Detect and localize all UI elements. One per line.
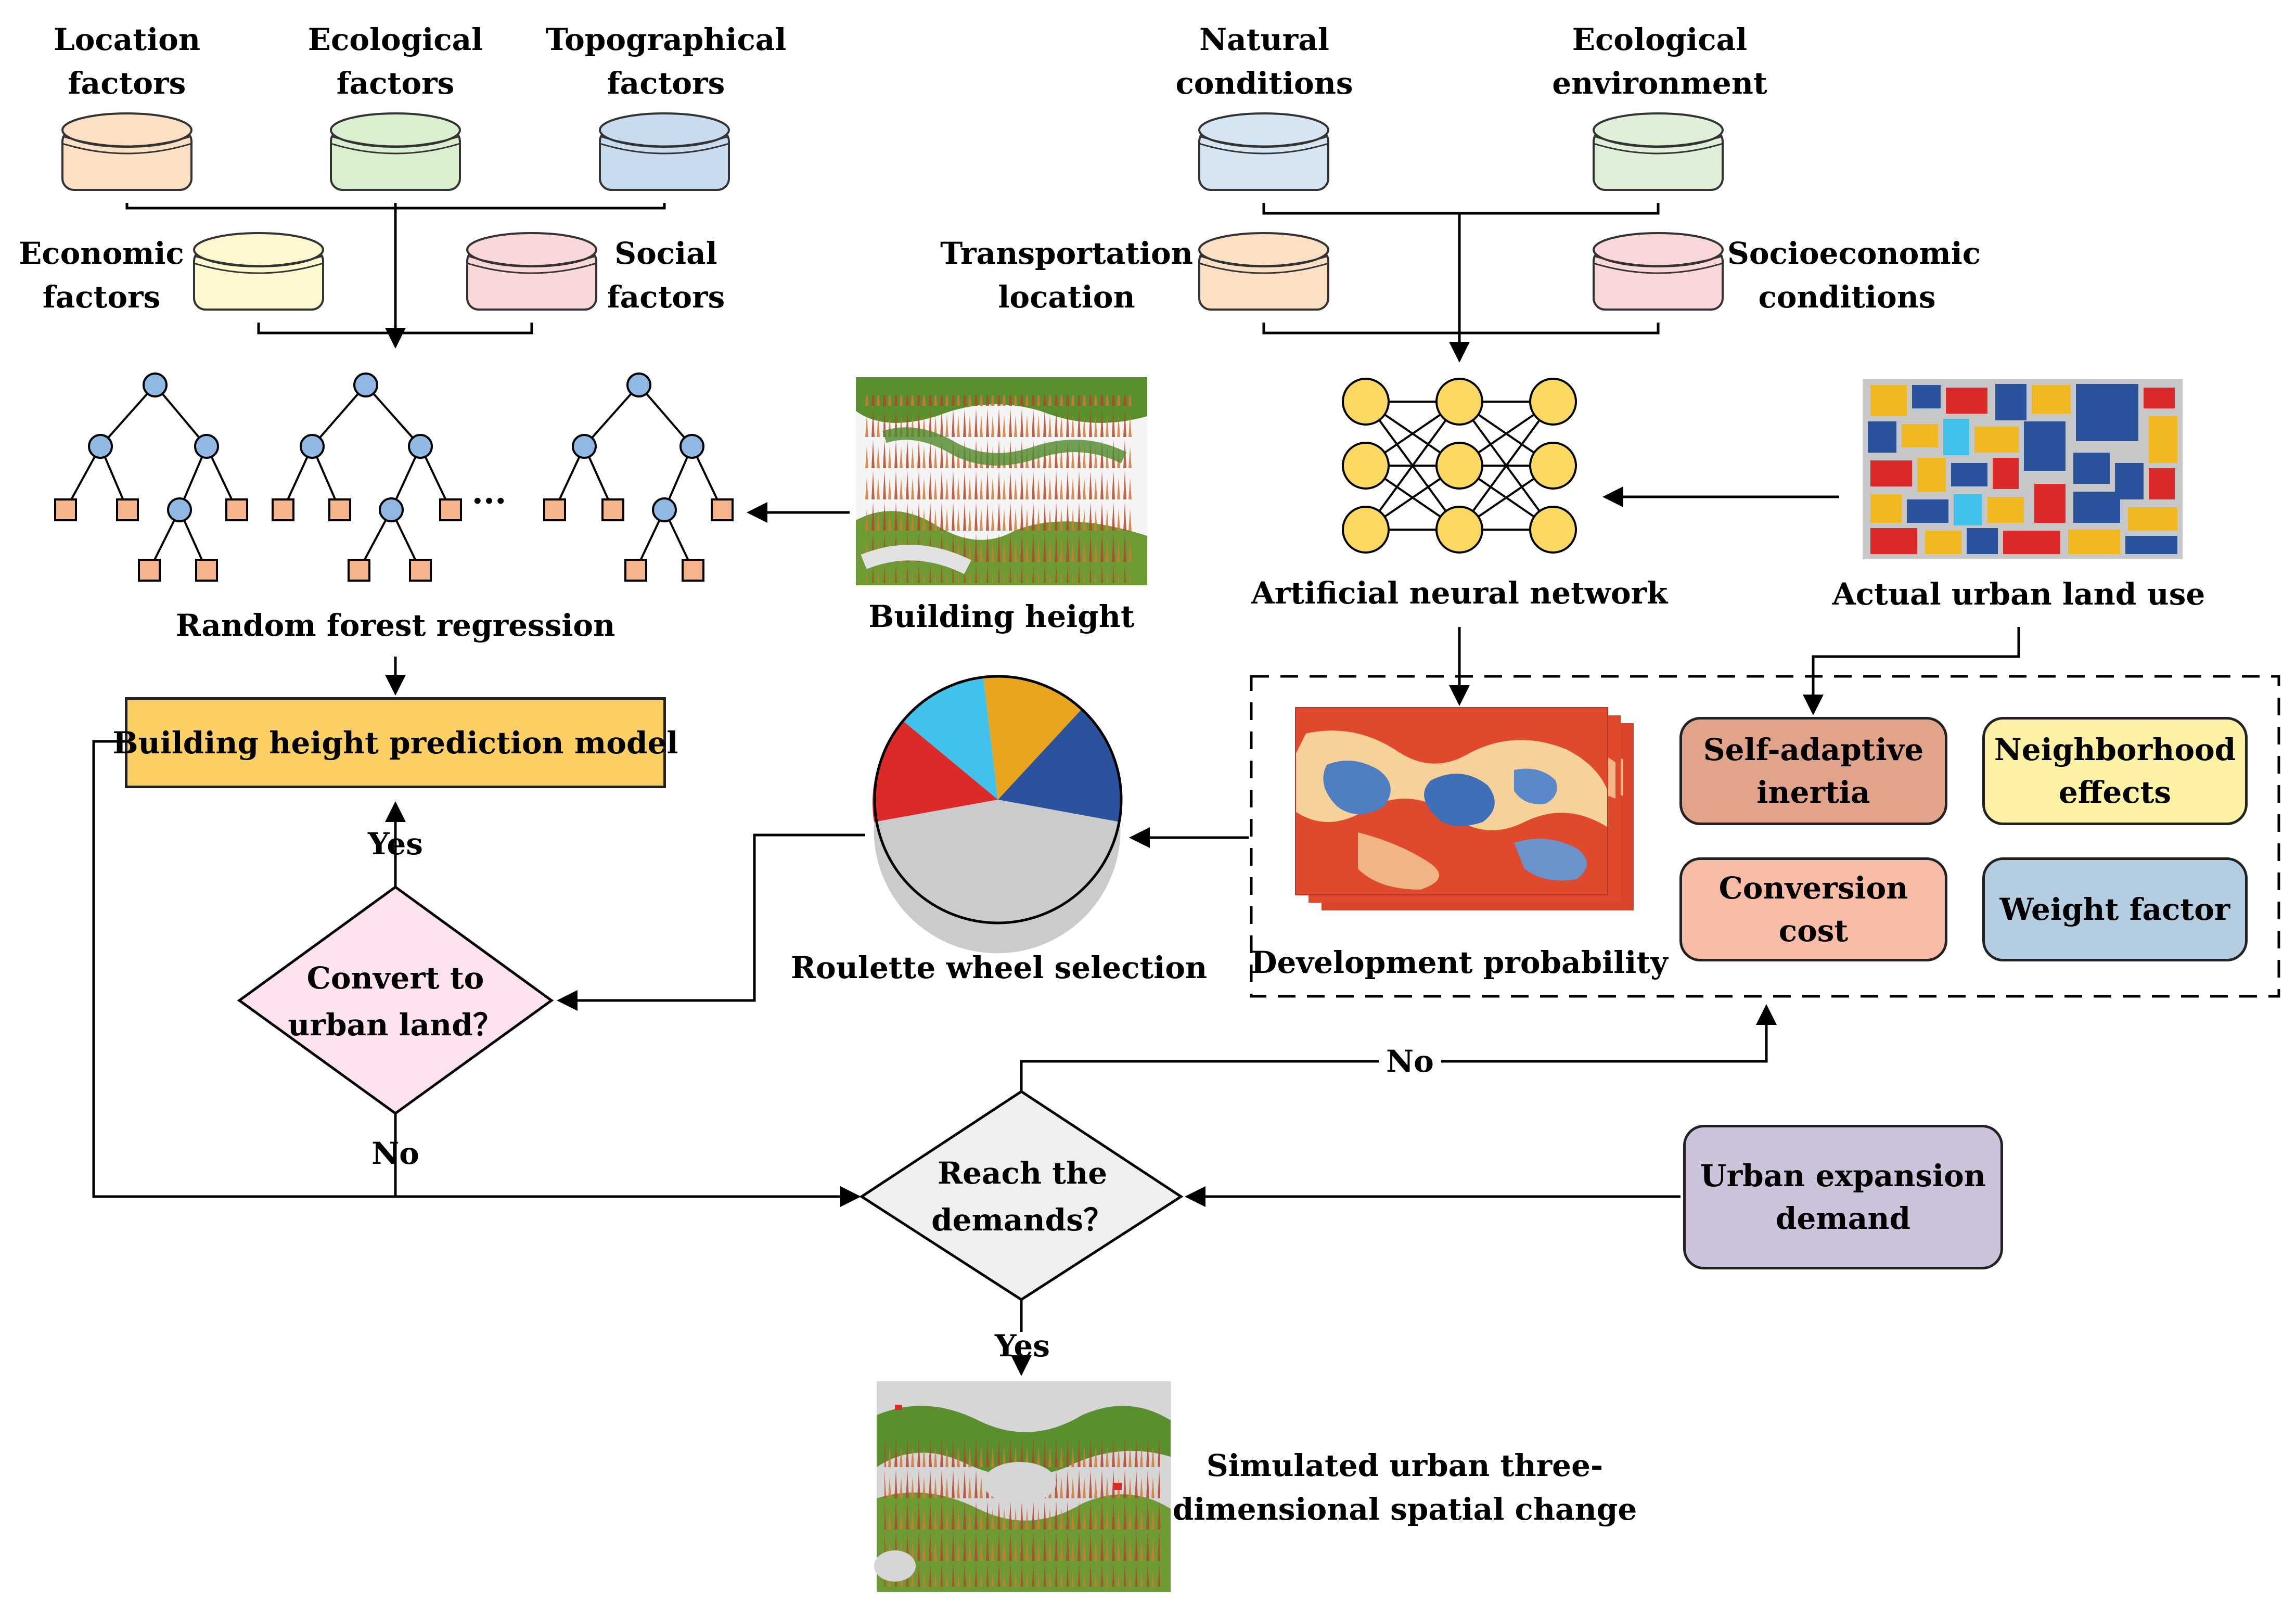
- building-height-model-box[interactable]: Building height prediction model: [113, 697, 678, 788]
- neighborhood-effects-box[interactable]: Neighborhood effects: [1982, 717, 2248, 825]
- conversion-cost-box[interactable]: Conversion cost: [1679, 857, 1947, 961]
- label-location-factors: Location factors: [53, 22, 201, 101]
- edge-no-convert: No: [371, 1136, 419, 1171]
- db-eco-env: [1593, 112, 1724, 191]
- db-economic: [193, 232, 324, 311]
- building-height-image: [856, 377, 1147, 585]
- label-actual-land-use: Actual urban land use: [1832, 576, 2205, 612]
- model-to-reach-arrow: [92, 740, 861, 1207]
- roulette-wheel: [873, 675, 1123, 954]
- db-social: [466, 232, 597, 311]
- label-transportation-location: Transportation location: [940, 236, 1193, 315]
- label-natural-conditions: Natural conditions: [1175, 22, 1353, 101]
- edge-yes-reach: Yes: [995, 1328, 1050, 1364]
- land-to-selfadaptive-arrow: [1803, 627, 2020, 715]
- label-topographical-factors: Topographical factors: [545, 22, 787, 101]
- urban-land-use-map: [1863, 379, 2183, 559]
- db-location: [61, 112, 193, 191]
- label-roulette-wheel: Roulette wheel selection: [790, 950, 1208, 985]
- label-simulated-change: Simulated urban three- dimensional spati…: [1172, 1448, 1637, 1527]
- tree-2: [272, 373, 462, 582]
- nn-neurons: [1342, 378, 1577, 554]
- urban-expansion-demand-box[interactable]: Urban expansion demand: [1683, 1125, 2003, 1269]
- neural-network: [1342, 378, 1577, 554]
- ca-module-frame: [1250, 675, 2280, 998]
- left-inputs-connector: [125, 203, 666, 349]
- db-natural: [1198, 112, 1329, 191]
- convert-decision-text: Convert to urban land？: [288, 960, 503, 1043]
- trees-ellipsis: ···: [471, 482, 507, 521]
- label-social-factors: Social factors: [607, 236, 725, 315]
- reach-decision-text: Reach the demands？: [931, 1155, 1113, 1238]
- random-forest-trees: [54, 373, 734, 582]
- label-random-forest: Random forest regression: [175, 608, 615, 643]
- label-development-probability: Development probability: [1251, 945, 1668, 980]
- label-economic-factors: Economic factors: [19, 236, 184, 315]
- right-inputs-connector: [1262, 203, 1660, 363]
- label-socioeconomic-conditions: Socioeconomic conditions: [1727, 236, 1981, 315]
- label-ecological-factors: Ecological factors: [307, 22, 483, 101]
- db-socioeconomic: [1593, 232, 1724, 311]
- label-building-height: Building height: [868, 599, 1135, 634]
- roulette-to-convert-arrow: [557, 833, 865, 1011]
- db-transport: [1198, 232, 1329, 311]
- development-probability-maps: [1295, 707, 1634, 910]
- edge-no-reach: No: [1379, 1039, 1441, 1083]
- edge-yes-convert: Yes: [368, 826, 423, 862]
- db-topographical: [599, 112, 730, 191]
- label-ann: Artificial neural network: [1251, 575, 1668, 611]
- label-ecological-environment: Ecological environment: [1552, 22, 1767, 101]
- tree-1: [54, 373, 248, 582]
- self-adaptive-inertia-box[interactable]: Self-adaptive inertia: [1679, 717, 1947, 825]
- db-ecological: [330, 112, 461, 191]
- weight-factor-box[interactable]: Weight factor: [1982, 857, 2248, 961]
- simulated-3d-image: [874, 1381, 1171, 1592]
- tree-3: [543, 373, 734, 582]
